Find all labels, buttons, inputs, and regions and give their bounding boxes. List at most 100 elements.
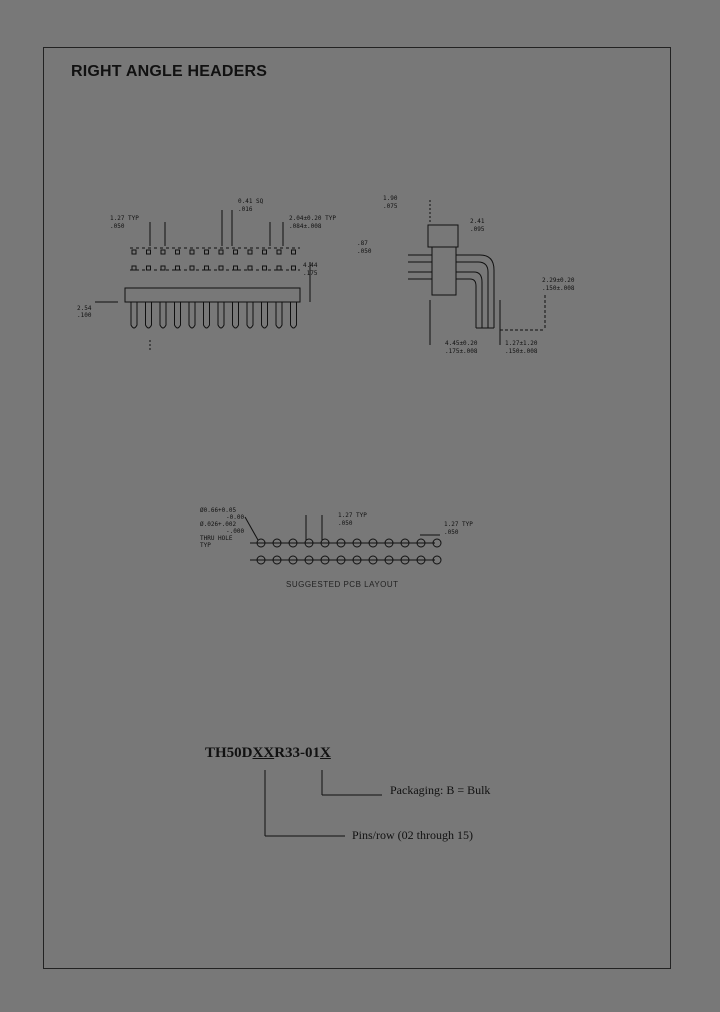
front-pin-square bbox=[175, 249, 180, 255]
pcb-row-sub: .050 bbox=[444, 529, 459, 536]
side-base-label: 4.45±0.20 bbox=[445, 340, 478, 347]
front-row-label: 2.04±0.20 TYP bbox=[289, 215, 336, 222]
pcb-hole bbox=[256, 538, 266, 548]
side-base-sub: .175±.008 bbox=[445, 348, 478, 355]
pcb-hole bbox=[352, 538, 362, 548]
pcb-hole bbox=[272, 538, 282, 548]
part-number: TH50DXXR33-01X bbox=[205, 745, 331, 762]
front-pin-square bbox=[160, 249, 166, 255]
pcb-pitch-label: 1.27 TYP bbox=[338, 512, 367, 519]
pcb-layout-caption: SUGGESTED PCB LAYOUT bbox=[286, 580, 399, 589]
front-pin-square bbox=[218, 265, 224, 271]
pcb-hole bbox=[400, 555, 410, 565]
front-pin-square bbox=[204, 249, 209, 255]
side-body-sub: .095 bbox=[470, 226, 485, 233]
front-pin-square bbox=[276, 265, 282, 271]
part-number-prefix: TH50D bbox=[205, 745, 253, 761]
pcb-hole bbox=[320, 538, 330, 548]
pcb-hole-label-2: -0.00 bbox=[226, 514, 245, 521]
front-pin-square bbox=[131, 249, 137, 255]
part-number-x: X bbox=[320, 745, 331, 761]
pcb-holes bbox=[256, 538, 442, 565]
front-pin-square bbox=[204, 265, 209, 271]
pcb-hole bbox=[288, 538, 298, 548]
front-pin-square bbox=[131, 265, 137, 271]
front-pin-square bbox=[276, 249, 282, 255]
front-pin-square bbox=[247, 249, 253, 255]
front-row-sub: .084±.008 bbox=[289, 223, 322, 230]
front-pin-tail bbox=[246, 302, 254, 329]
front-pin-tail bbox=[188, 302, 196, 329]
pcb-hole bbox=[304, 555, 314, 565]
page-border bbox=[43, 47, 671, 969]
side-offset-label: 2.29±0.20 bbox=[542, 277, 575, 284]
front-pin-tail bbox=[217, 302, 225, 329]
pcb-hole bbox=[272, 555, 282, 565]
front-pin-square bbox=[146, 249, 151, 255]
pcb-hole bbox=[256, 555, 266, 565]
front-height-sub: .175 bbox=[303, 270, 318, 277]
front-pin-square bbox=[291, 249, 296, 255]
front-pin-tail bbox=[145, 302, 152, 329]
pcb-hole bbox=[304, 538, 314, 548]
pcb-hole-label-1: Ø0.66+0.05 bbox=[200, 507, 237, 514]
front-view-pins bbox=[130, 249, 297, 329]
side-offset-sub: .150±.008 bbox=[542, 285, 575, 292]
front-pin-tail bbox=[275, 302, 283, 329]
front-pin-tail bbox=[261, 302, 268, 329]
front-pin-square bbox=[291, 265, 296, 271]
part-number-middle: R33-01 bbox=[274, 745, 321, 761]
front-view-outline bbox=[124, 247, 301, 303]
side-top-label: 1.90 bbox=[383, 195, 398, 202]
front-pin-square bbox=[233, 249, 238, 255]
pcb-hole bbox=[336, 555, 346, 565]
pcb-hole bbox=[416, 538, 426, 548]
front-pin-tail bbox=[232, 302, 239, 329]
front-pitch-label: 1.27 TYP bbox=[110, 215, 139, 222]
page-title: RIGHT ANGLE HEADERS bbox=[71, 63, 268, 80]
front-lead-sub: .100 bbox=[77, 312, 92, 319]
pcb-hole bbox=[352, 555, 362, 565]
pcb-hole bbox=[368, 555, 378, 565]
front-sq-label: 0.41 SQ bbox=[238, 198, 264, 205]
side-tail-sub: .150±.008 bbox=[505, 348, 538, 355]
front-lead-label: 2.54 bbox=[77, 305, 92, 312]
pcb-hole bbox=[288, 555, 298, 565]
pcb-hole bbox=[320, 555, 330, 565]
pcb-hole bbox=[416, 555, 426, 565]
front-pin-square bbox=[218, 249, 224, 255]
pcb-hole-label-6: TYP bbox=[200, 542, 211, 549]
front-pin-square bbox=[175, 265, 180, 271]
pcb-hole-label-5: THRU HOLE bbox=[200, 535, 233, 542]
pcb-pitch-sub: .050 bbox=[338, 520, 353, 527]
side-tail-label: 1.27±1.20 bbox=[505, 340, 538, 347]
pcb-hole bbox=[384, 555, 394, 565]
part-number-xx: XX bbox=[252, 745, 275, 761]
front-pin-square bbox=[247, 265, 253, 271]
front-pin-tail bbox=[174, 302, 181, 329]
front-pin-tail bbox=[290, 302, 297, 329]
front-pin-square bbox=[262, 265, 267, 271]
front-pin-square bbox=[189, 265, 195, 271]
pcb-hole-label-3: Ø.026+.002 bbox=[200, 521, 237, 528]
pcb-hole bbox=[432, 538, 442, 548]
pcb-hole bbox=[368, 538, 378, 548]
front-pin-square bbox=[189, 249, 195, 255]
pcb-hole bbox=[432, 555, 442, 565]
side-pin-label: .87 bbox=[357, 240, 368, 247]
front-pin-square bbox=[262, 249, 267, 255]
side-view-outline bbox=[408, 200, 546, 345]
front-pin-square bbox=[160, 265, 166, 271]
front-pin-square bbox=[233, 265, 238, 271]
pins-note: Pins/row (02 through 15) bbox=[352, 828, 473, 842]
front-pin-tail bbox=[159, 302, 167, 329]
side-pin-sub: .050 bbox=[357, 248, 372, 255]
front-pin-tail bbox=[130, 302, 138, 329]
pcb-row-label: 1.27 TYP bbox=[444, 521, 473, 528]
side-top-sub: .075 bbox=[383, 203, 398, 210]
side-body-label: 2.41 bbox=[470, 218, 485, 225]
front-sq-sub: .016 bbox=[238, 206, 253, 213]
pcb-hole-label-4: -.000 bbox=[226, 528, 245, 535]
front-pitch-sub: .050 bbox=[110, 223, 125, 230]
